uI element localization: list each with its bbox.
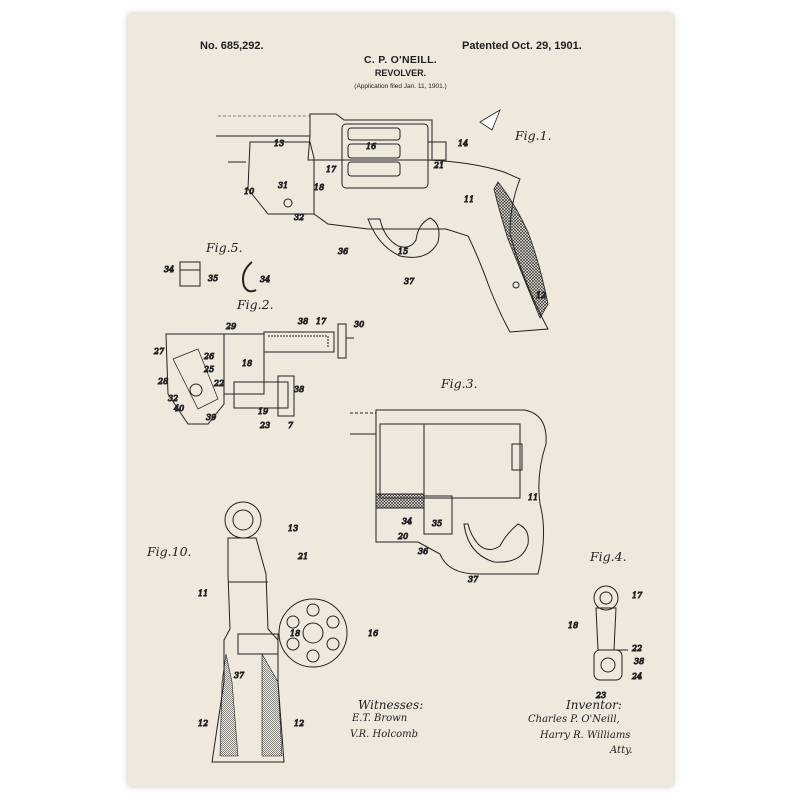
reference-numeral: 39	[206, 413, 216, 422]
reference-numeral: 13	[274, 139, 284, 148]
figure-10-drawing: 13 21 11 16 18 37 12 12	[198, 501, 379, 763]
figure-10-label: Fig.10.	[147, 544, 192, 559]
reference-numeral: 13	[288, 524, 298, 533]
inventor-label: Inventor:	[566, 698, 622, 712]
reference-numeral: 37	[468, 575, 479, 584]
figure-5-drawing: 34 35 34	[164, 261, 271, 293]
reference-numeral: 36	[418, 547, 428, 556]
application-filed: (Application filed Jan. 11, 1901.)	[354, 83, 447, 90]
reference-numeral: 21	[433, 161, 444, 170]
patent-drawings: 13 16 14 17 21 10 31 18 11 32 36 15 37 1…	[153, 109, 645, 763]
reference-numeral: 37	[234, 671, 245, 680]
reference-numeral: 30	[354, 320, 364, 329]
reference-numeral: 29	[225, 322, 236, 331]
reference-numeral: 34	[164, 265, 174, 274]
reference-numeral: 23	[595, 691, 606, 700]
reference-numeral: 36	[338, 247, 348, 256]
inventor-signature: Charles P. O'Neill,	[528, 714, 620, 725]
reference-numeral: 16	[368, 629, 378, 638]
reference-numeral: 15	[398, 247, 408, 256]
patented-date: Patented Oct. 29, 1901.	[462, 40, 582, 52]
figure-3-drawing: 11 34 35 20 36 37	[350, 409, 547, 585]
reference-numeral: 23	[259, 421, 270, 430]
reference-numeral: 11	[198, 589, 208, 598]
patent-title: REVOLVER.	[374, 68, 427, 78]
reference-numeral: 17	[316, 317, 327, 326]
reference-numeral: 38	[634, 657, 644, 666]
reference-numeral: 35	[432, 519, 442, 528]
reference-numeral: 12	[198, 719, 208, 728]
patent-sheet: No. 685,292. C. P. O'NEILL. Patented Oct…	[128, 14, 673, 786]
reference-numeral: 27	[153, 347, 165, 356]
reference-numeral: 18	[242, 359, 252, 368]
reference-numeral: 28	[157, 377, 168, 386]
reference-numeral: 12	[294, 719, 304, 728]
reference-numeral: 22	[213, 379, 224, 388]
witness-1-signature: E.T. Brown	[352, 713, 408, 724]
reference-numeral: 18	[290, 629, 300, 638]
reference-numeral: 34	[402, 517, 412, 526]
reference-numeral: 21	[297, 552, 308, 561]
reference-numeral: 37	[404, 277, 415, 286]
reference-numeral: 10	[244, 187, 254, 196]
reference-numeral: 12	[536, 291, 546, 300]
reference-numeral: 22	[631, 644, 642, 653]
reference-numeral: 25	[203, 365, 214, 374]
reference-numeral: 34	[260, 275, 270, 284]
reference-numeral: 20	[397, 532, 408, 541]
reference-numeral: 7	[288, 421, 294, 430]
reference-numeral: 38	[294, 385, 304, 394]
reference-numeral: 11	[528, 493, 538, 502]
figure-3-label: Fig.3.	[441, 376, 478, 391]
reference-numeral: 17	[326, 165, 337, 174]
figure-2-label: Fig.2.	[237, 297, 274, 312]
attorney-signature: Harry R. Williams	[540, 730, 631, 741]
figure-2-drawing: 29 38 17 30 27 26 18 25 28 22 32 40 39 1…	[153, 317, 365, 431]
reference-numeral: 38	[298, 317, 308, 326]
reference-numeral: 11	[464, 195, 474, 204]
reference-numeral: 31	[278, 181, 288, 190]
reference-numeral: 32	[294, 213, 304, 222]
reference-numeral: 32	[168, 394, 178, 403]
reference-numeral: 18	[314, 183, 324, 192]
reference-numeral: 24	[631, 672, 642, 681]
figure-4-drawing: 17 18 22 38 24 23	[568, 585, 645, 701]
figure-4-label: Fig.4.	[590, 549, 627, 564]
reference-numeral: 18	[568, 621, 578, 630]
figure-1-label: Fig.1.	[515, 128, 552, 143]
figure-5-label: Fig.5.	[206, 240, 243, 255]
attorney-suffix: Atty.	[610, 745, 633, 756]
inventor-name: C. P. O'NEILL.	[363, 54, 437, 66]
figure-1-drawing: 13 16 14 17 21 10 31 18 11 32 36 15 37 1…	[216, 109, 549, 333]
reference-numeral: 35	[208, 274, 218, 283]
reference-numeral: 40	[173, 404, 184, 413]
reference-numeral: 19	[258, 407, 268, 416]
reference-numeral: 26	[203, 352, 214, 361]
reference-numeral: 17	[632, 591, 643, 600]
reference-numeral: 16	[366, 142, 376, 151]
witness-2-signature: V.R. Holcomb	[350, 729, 418, 740]
reference-numeral: 14	[458, 139, 468, 148]
witnesses-label: Witnesses:	[358, 698, 424, 712]
patent-number: No. 685,292.	[200, 40, 264, 52]
